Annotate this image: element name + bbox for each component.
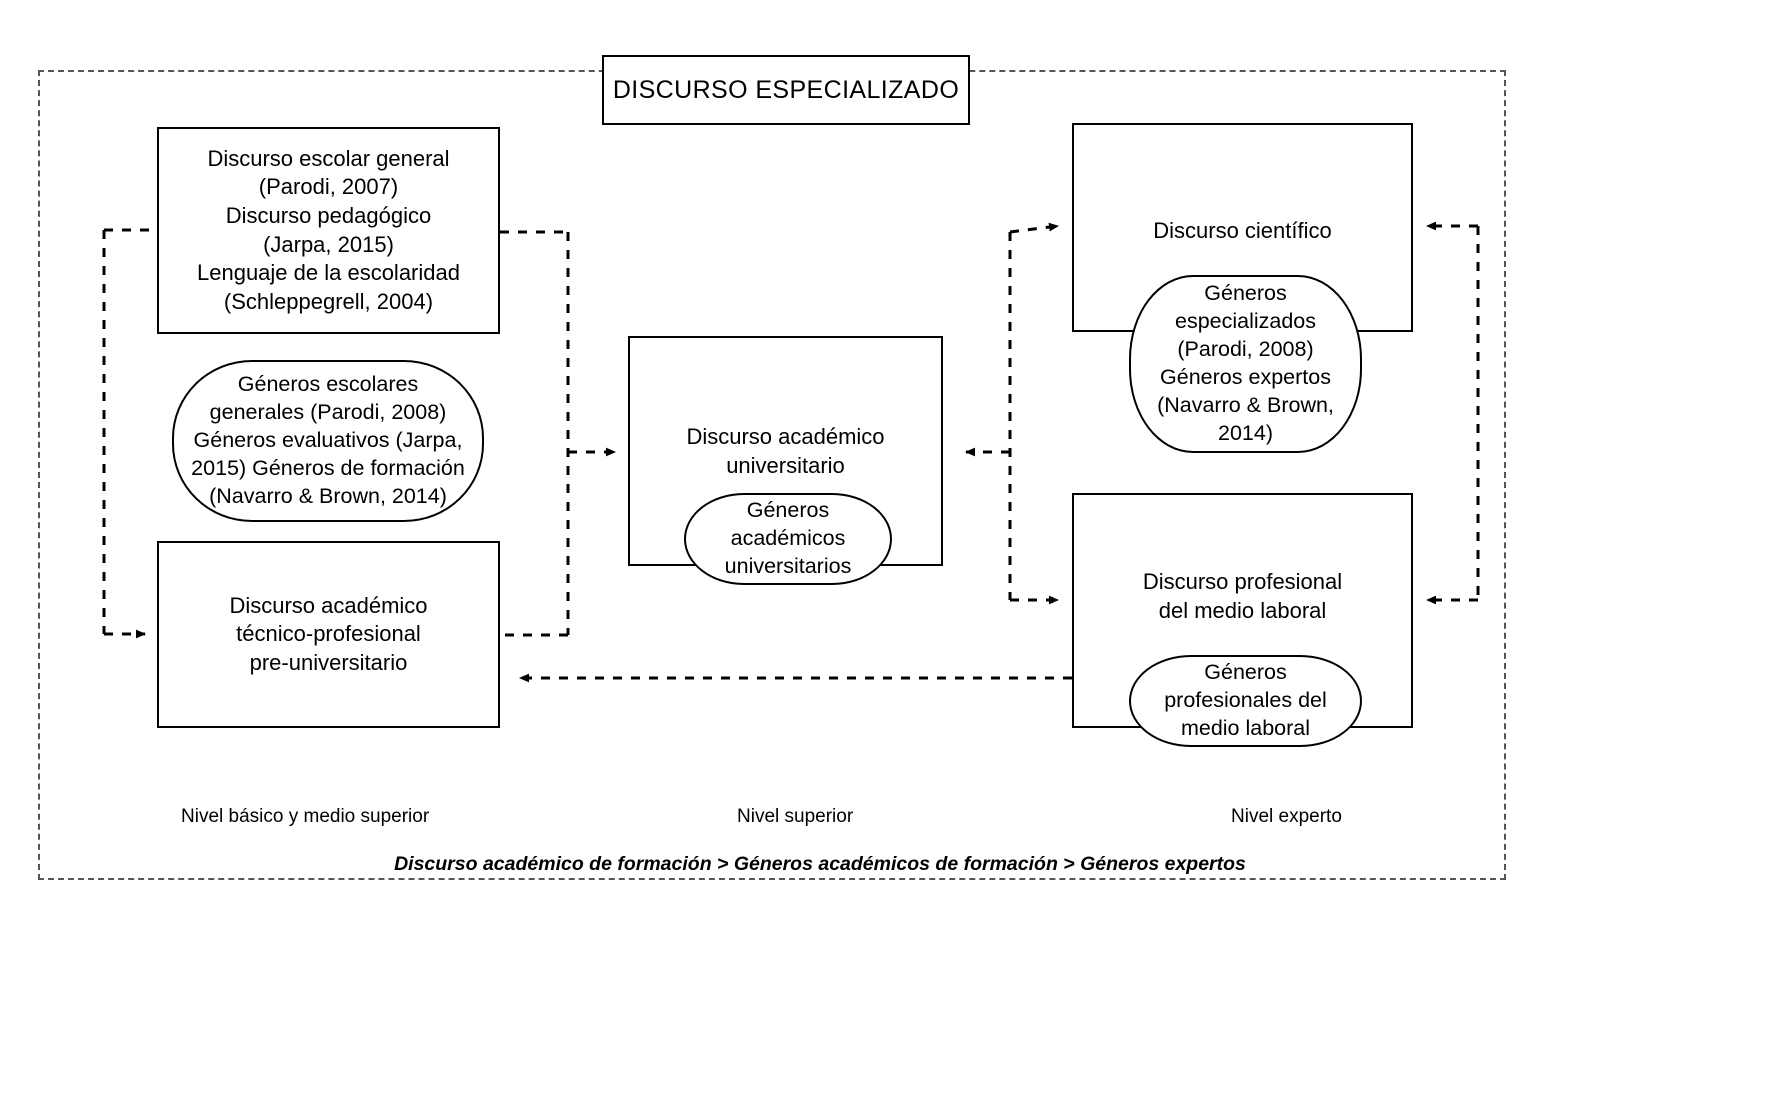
level-label-experto: Nivel experto — [1231, 806, 1342, 827]
node-generos-especializados[interactable]: Géneros especializados (Parodi, 2008) Gé… — [1129, 275, 1362, 453]
level-label-basico-medio-superior: Nivel básico y medio superior — [181, 806, 430, 827]
node-generos-profesionales-medio-laboral[interactable]: Géneros profesionales del medio laboral — [1129, 655, 1362, 747]
node-generos-academicos-universitarios[interactable]: Géneros académicos universitarios — [684, 493, 892, 585]
level-label-superior: Nivel superior — [737, 806, 854, 827]
node-discurso-academico-tecnico-profesional[interactable]: Discurso académico técnico-profesional p… — [157, 541, 500, 728]
node-generos-escolares-generales[interactable]: Géneros escolares generales (Parodi, 200… — [172, 360, 484, 522]
diagram-title-box: DISCURSO ESPECIALIZADO — [602, 55, 970, 125]
node-discurso-escolar-general[interactable]: Discurso escolar general (Parodi, 2007) … — [157, 127, 500, 334]
page-title: DISCURSO ESPECIALIZADO — [612, 75, 960, 104]
diagram-caption: Discurso académico de formación > Género… — [394, 853, 1246, 875]
